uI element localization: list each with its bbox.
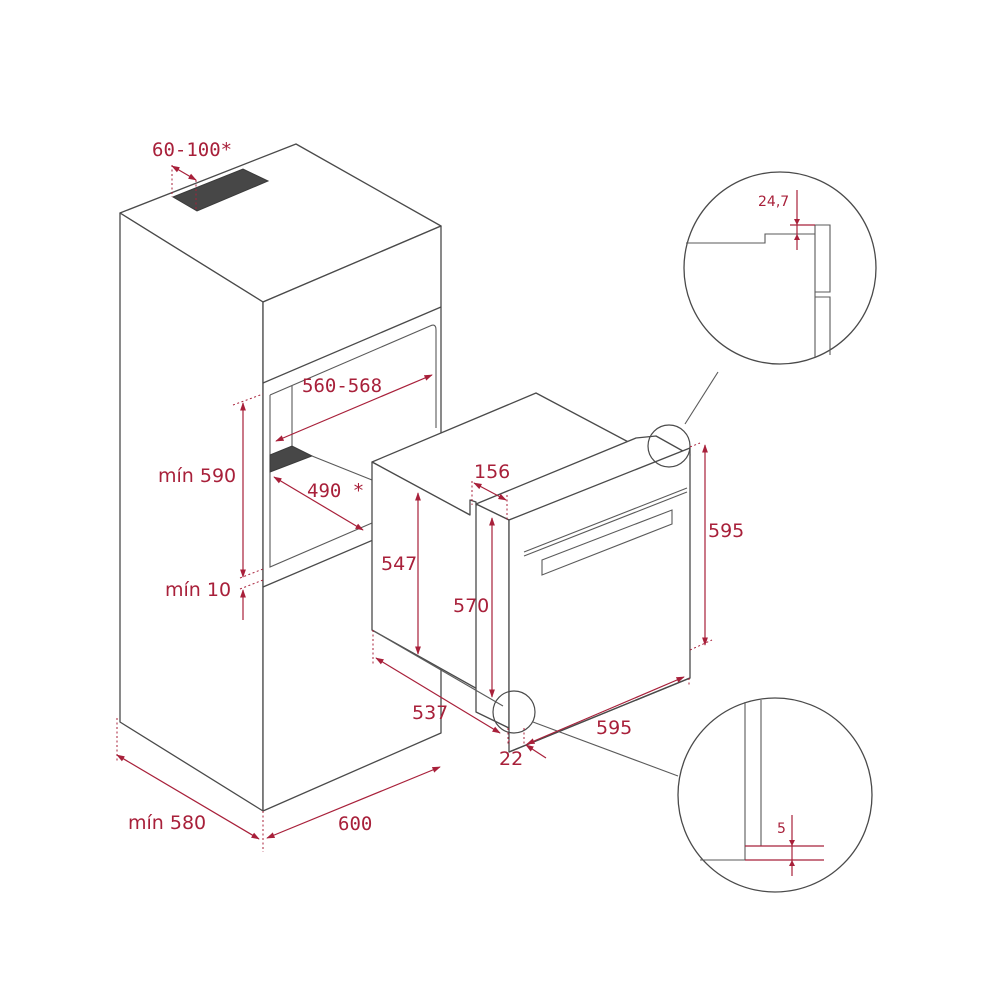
detail-top-profile bbox=[686, 233, 815, 244]
dim-60-100 bbox=[171, 165, 197, 181]
dim-label-min-590: mín 590 bbox=[158, 465, 236, 487]
detail-top-circle bbox=[683, 171, 877, 365]
dim-label-490: 490 * bbox=[307, 480, 364, 502]
detail-marker-top bbox=[647, 424, 691, 468]
oven-control-strip-2 bbox=[523, 491, 688, 557]
niche-inner-left bbox=[269, 395, 373, 568]
dim-595-horizontal bbox=[526, 676, 685, 745]
top-vent-slot bbox=[171, 168, 270, 212]
dim-min-580 bbox=[116, 754, 260, 840]
niche-inner-back-top bbox=[269, 324, 437, 428]
dim-537 bbox=[375, 657, 501, 734]
dim-label-547: 547 bbox=[381, 553, 417, 575]
dim-label-570: 570 bbox=[453, 595, 489, 617]
dim-490 bbox=[273, 476, 364, 531]
dim-label-24-7: 24,7 bbox=[758, 194, 789, 210]
dim-label-595-vertical: 595 bbox=[708, 520, 744, 542]
dim-label-22: 22 bbox=[499, 748, 523, 770]
dim-590-ext-top bbox=[232, 393, 264, 406]
niche-floor-edge bbox=[311, 455, 373, 481]
dim-label-595-horizontal: 595 bbox=[596, 717, 632, 739]
dim-595v-ext-bottom bbox=[689, 639, 713, 651]
dim-label-537: 537 bbox=[412, 702, 448, 724]
detail-bottom-circle bbox=[677, 697, 873, 893]
dim-label-560-568: 560-568 bbox=[302, 375, 382, 397]
dim-label-156: 156 bbox=[474, 461, 510, 483]
oven-control-strip bbox=[523, 487, 688, 553]
dim-label-5: 5 bbox=[777, 821, 786, 837]
niche-top-edge bbox=[262, 306, 442, 384]
detail-top-door-lower bbox=[815, 296, 831, 355]
dim-156 bbox=[473, 482, 507, 501]
dim-label-60-100: 60-100* bbox=[152, 139, 232, 161]
dim-label-600: 600 bbox=[338, 813, 372, 835]
oven-handle bbox=[541, 509, 673, 576]
detail-top-door-upper bbox=[815, 224, 831, 293]
dim-label-min-10: mín 10 bbox=[165, 579, 231, 601]
cabinet-side-face bbox=[119, 212, 264, 812]
dim-600 bbox=[266, 766, 441, 839]
detail-leader-top bbox=[684, 371, 719, 425]
dim-595v-ext-top bbox=[689, 442, 701, 448]
dim-label-min-580: mín 580 bbox=[128, 812, 206, 834]
dim-560-568 bbox=[275, 374, 433, 442]
detail-top: 24,7 bbox=[683, 171, 877, 365]
dim-22 bbox=[525, 744, 547, 759]
detail-bottom: 5 bbox=[677, 697, 873, 893]
